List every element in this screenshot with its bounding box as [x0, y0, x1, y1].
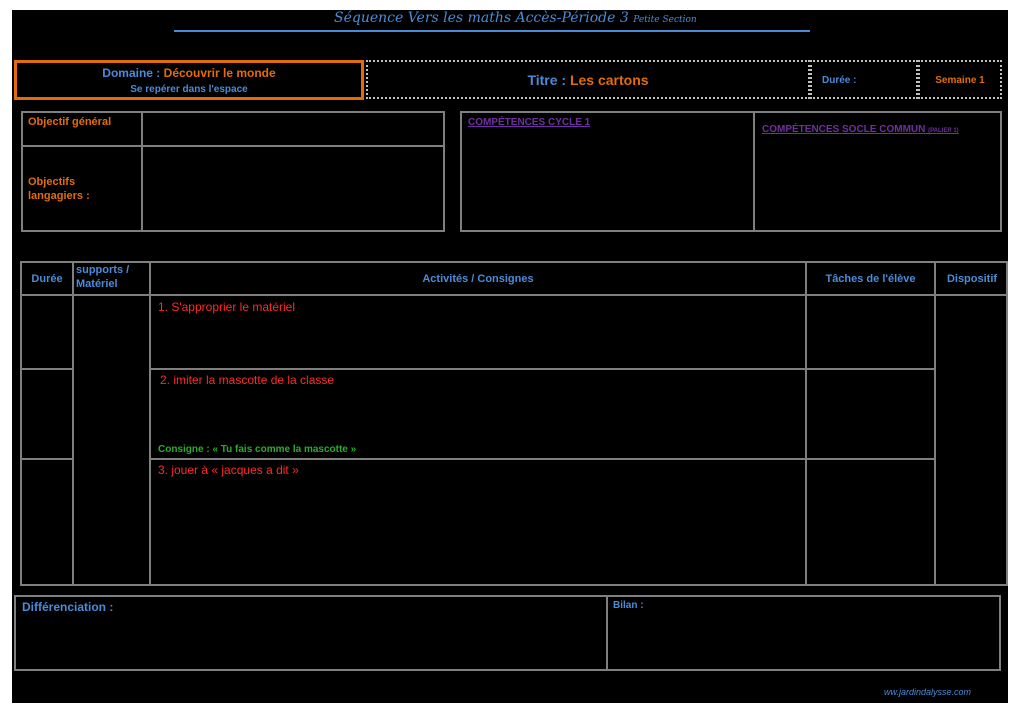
activities-table — [20, 261, 1008, 586]
semaine-label: Semaine 1 — [935, 75, 985, 86]
activity-3: 3. jouer à « jacques a dit » — [158, 463, 299, 477]
col-line-2 — [149, 261, 151, 586]
objectif-general-label: Objectif général — [28, 116, 112, 128]
row-line-1a — [20, 368, 74, 370]
activity-2: 2. imiter la mascotte de la classe — [160, 373, 335, 387]
competences-cycle-label: COMPÉTENCES CYCLE 1 — [468, 117, 591, 128]
duree-label: Durée : — [822, 75, 857, 86]
objectives-divider-v — [141, 111, 143, 232]
titre-label: Titre : — [527, 72, 567, 88]
competences-box — [460, 111, 1002, 232]
competences-divider — [753, 111, 755, 232]
title-underline — [174, 30, 810, 32]
col-line-1 — [72, 261, 74, 586]
duree-box: Durée : — [810, 60, 918, 99]
header-taches: Tâches de l'élève — [825, 273, 916, 285]
titre-box: Titre : Les cartons — [366, 60, 810, 99]
objectifs-langagiers-label: Objectifs langagiers : — [28, 176, 90, 202]
bilan-box — [606, 595, 1001, 671]
sequence-subtitle: Petite Section — [633, 15, 697, 25]
competences-socle-line: COMPÉTENCES SOCLE COMMUN (PALIER 1) — [762, 124, 959, 135]
bilan-label: Bilan : — [613, 600, 644, 611]
semaine-box: Semaine 1 — [918, 60, 1002, 99]
competences-socle-label: COMPÉTENCES SOCLE COMMUN — [762, 124, 926, 135]
row-line-2a — [20, 458, 74, 460]
objectives-box — [21, 111, 445, 232]
header-activites: Activités / Consignes — [422, 273, 534, 285]
table-header-line — [20, 294, 1008, 296]
domaine-box: Domaine : Découvrir le monde Se repérer … — [14, 60, 364, 100]
domaine-label: Domaine : — [102, 66, 161, 80]
titre-line: Titre : Les cartons — [368, 72, 808, 88]
row-line-2b — [149, 458, 936, 460]
col-line-3 — [805, 261, 807, 586]
header-supports: supports / Matériel — [76, 264, 130, 290]
competences-socle-suffix: (PALIER 1) — [928, 128, 959, 134]
titre-value: Les cartons — [569, 72, 649, 88]
differenciation-label: Différenciation : — [22, 600, 114, 614]
row-line-1b — [149, 368, 936, 370]
objectives-divider-h — [21, 145, 445, 147]
activity-2-consigne: Consigne : « Tu fais comme la mascotte » — [158, 444, 357, 455]
header-duree: Durée — [31, 273, 63, 285]
header-dispositif: Dispositif — [946, 273, 998, 285]
col-line-4 — [934, 261, 936, 586]
sequence-title-text: Séquence Vers les maths Accès-Période 3 — [334, 10, 629, 26]
domaine-sub: Se repérer dans l'espace — [130, 84, 248, 95]
website-link[interactable]: ww.jardindalysse.com — [884, 687, 972, 697]
sequence-title: Séquence Vers les maths Accès-Période 3 … — [334, 10, 697, 26]
lesson-sheet: Séquence Vers les maths Accès-Période 3 … — [12, 10, 1008, 703]
activity-1: 1. S'approprier le matériel — [158, 300, 296, 314]
domaine-line: Domaine : Découvrir le monde — [17, 66, 361, 80]
domaine-value: Découvrir le monde — [163, 66, 276, 80]
